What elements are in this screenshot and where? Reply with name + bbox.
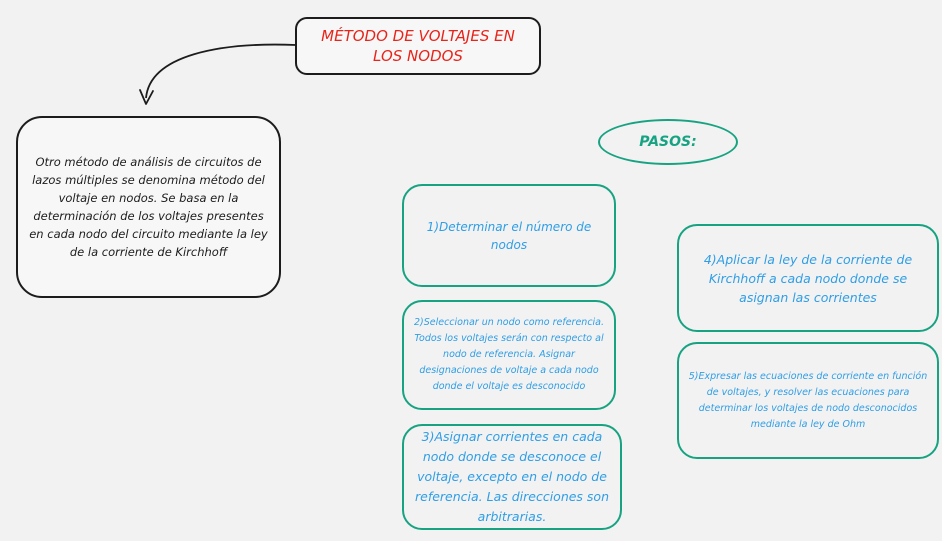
description-text: Otro método de análisis de circuitos de … <box>29 155 268 259</box>
arrow-path <box>145 43 297 99</box>
arrow-head <box>139 89 154 105</box>
step-box-5[interactable]: 5)Expresar las ecuaciones de corriente e… <box>677 342 939 459</box>
step-box-4[interactable]: 4)Aplicar la ley de la corriente de Kirc… <box>677 224 939 332</box>
step-text-4: 4)Aplicar la ley de la corriente de Kirc… <box>703 251 913 305</box>
title-text: MÉTODO DE VOLTAJES EN LOS NODOS <box>321 27 515 65</box>
step-box-2[interactable]: 2)Seleccionar un nodo como referencia. T… <box>402 300 616 410</box>
step-text-2: 2)Seleccionar un nodo como referencia. T… <box>413 317 605 392</box>
pasos-ellipse[interactable]: PASOS: <box>598 119 738 165</box>
step-box-3[interactable]: 3)Asignar corrientes en cada nodo donde … <box>402 424 622 530</box>
description-box[interactable]: Otro método de análisis de circuitos de … <box>16 116 281 298</box>
pasos-label: PASOS: <box>639 134 697 150</box>
step-text-3: 3)Asignar corrientes en cada nodo donde … <box>414 429 610 524</box>
title-box[interactable]: MÉTODO DE VOLTAJES EN LOS NODOS <box>295 17 541 75</box>
step-text-1: 1)Determinar el número de nodos <box>426 219 592 252</box>
step-box-1[interactable]: 1)Determinar el número de nodos <box>402 184 616 287</box>
step-text-5: 5)Expresar las ecuaciones de corriente e… <box>688 370 928 430</box>
